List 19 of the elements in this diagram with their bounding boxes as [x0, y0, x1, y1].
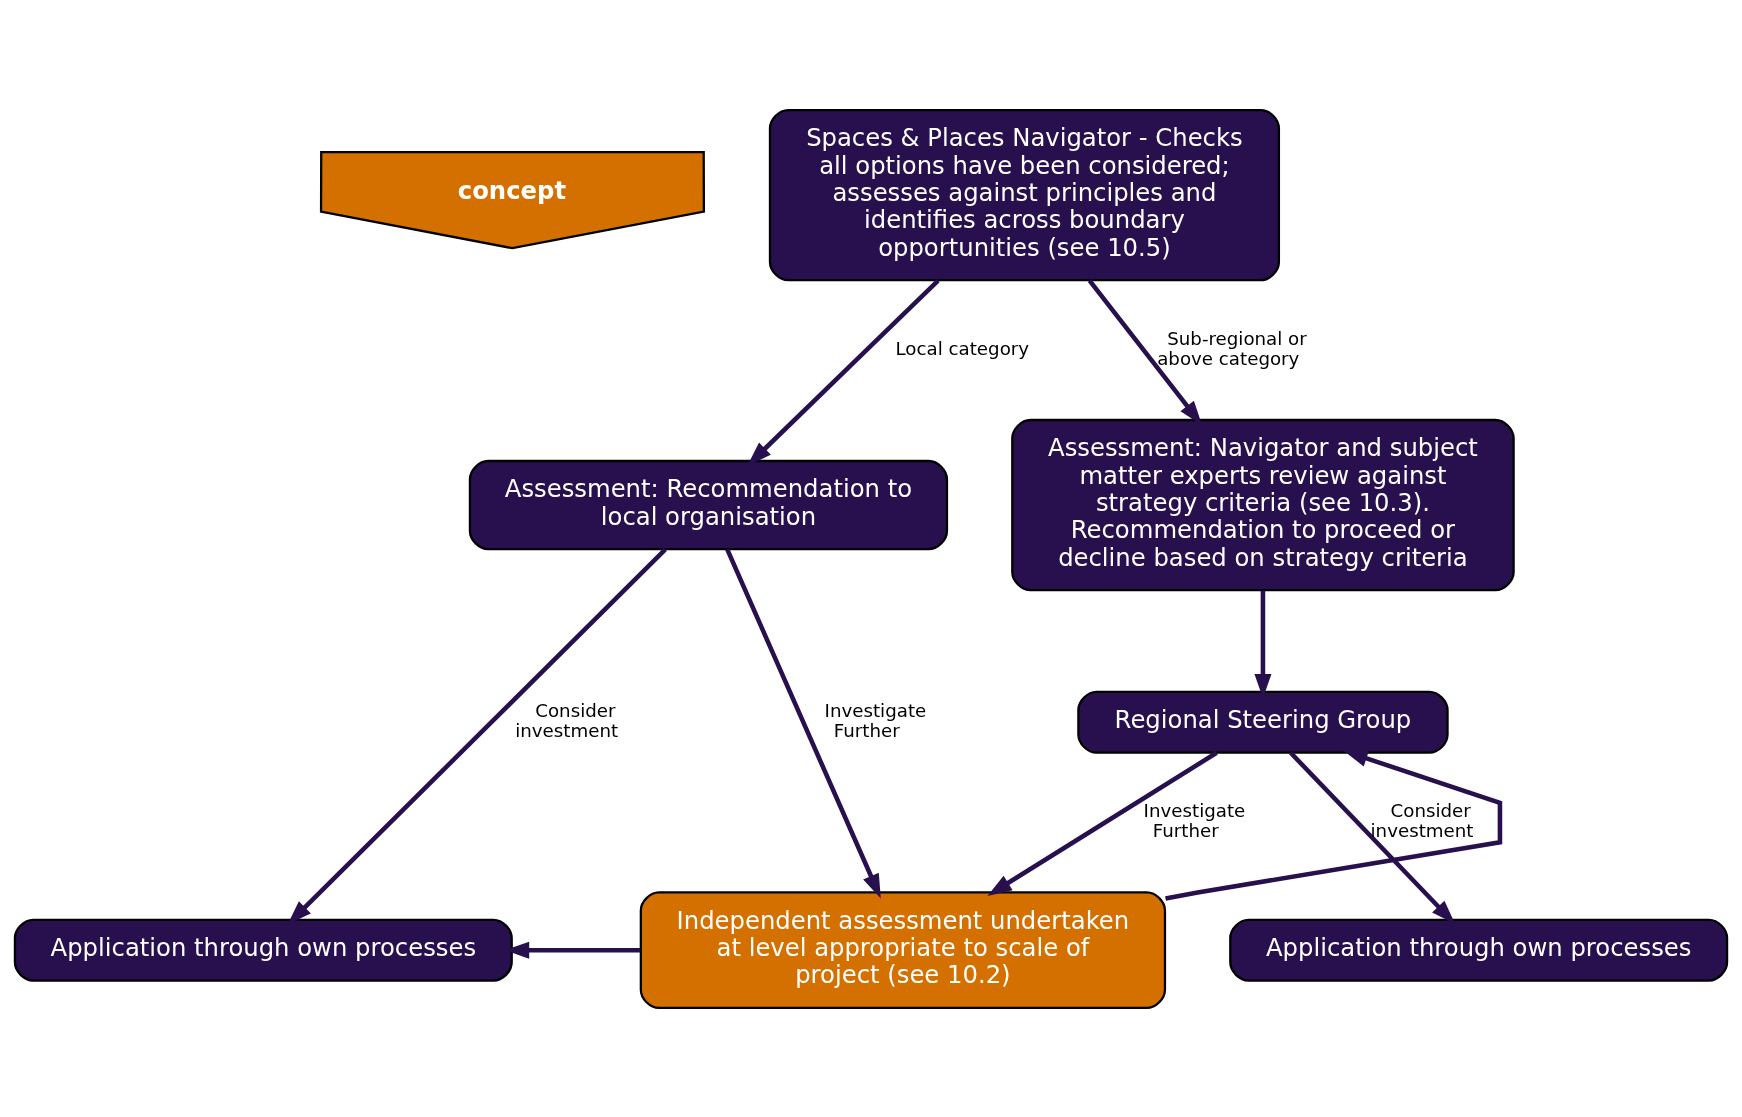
edge-label: Consider investment	[515, 699, 619, 741]
node-box: Assessment: Navigator and subject matter experts review against strategy criteria (see 10.3). Recommendation to proceed or decline based on strategy criteria	[1011, 418, 1515, 591]
node-box: Assessment: Recommendation to local organisation	[468, 459, 949, 550]
node-box: Independent assessment undertaken at level appropriate to scale of project (see 10.2)	[639, 890, 1167, 1009]
arrow	[1289, 750, 1456, 924]
edge-label: Local category	[895, 337, 1030, 359]
arrow	[725, 547, 881, 898]
edge-label: Investigate Further	[824, 699, 927, 741]
node-box: Application through own processes	[13, 918, 513, 982]
arrow	[747, 278, 940, 466]
node-box: Regional Steering Group	[1077, 690, 1449, 754]
edge-label: Sub-regional or above category	[1157, 327, 1307, 369]
edge-label: Consider investment	[1370, 799, 1474, 841]
arrow	[1165, 749, 1503, 901]
arrow	[987, 750, 1218, 896]
edge-label: Investigate Further	[1143, 799, 1246, 841]
node-box: Spaces & Places Navigator - Checks all options have been considered; assesses against principles and identifies across boundary opportunities (see 10.5)	[768, 108, 1281, 281]
arrow	[1087, 278, 1203, 425]
node-box: Application through own processes	[1229, 918, 1729, 982]
